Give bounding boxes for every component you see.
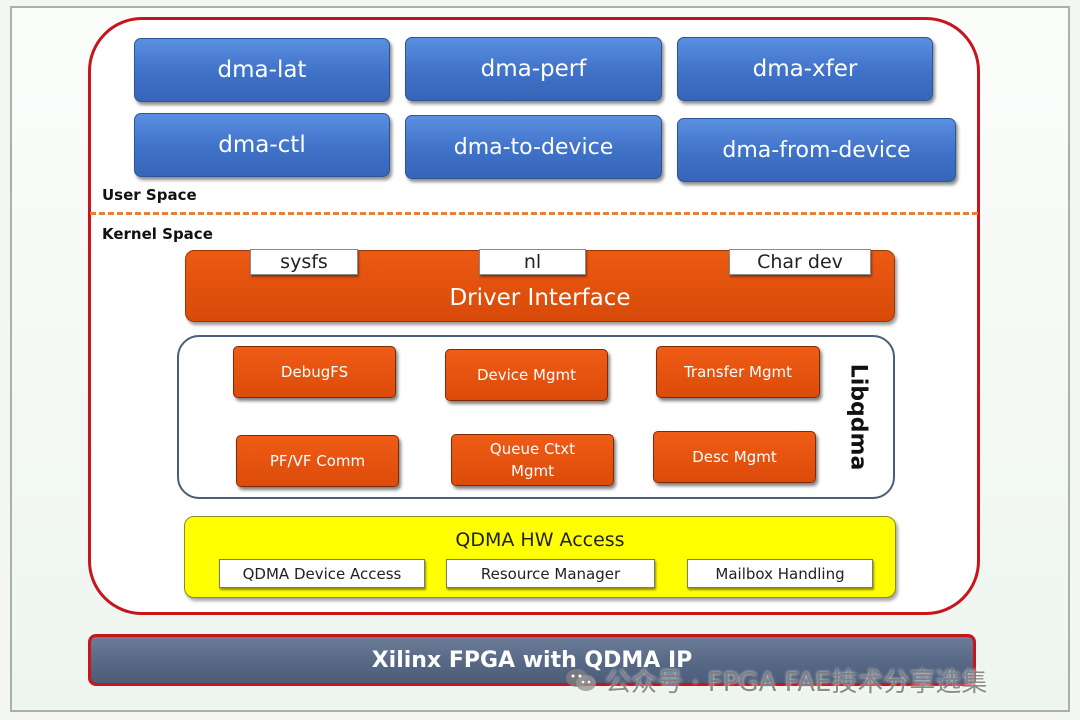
driver-interface-title: Driver Interface: [449, 285, 631, 311]
xilinx-fpga-bar: Xilinx FPGA with QDMA IP: [88, 634, 976, 686]
app-dma-lat: dma-lat: [134, 38, 390, 102]
app-dma-to-device: dma-to-device: [405, 115, 662, 179]
tab-nl: nl: [479, 249, 586, 275]
wechat-icon: [566, 669, 596, 691]
app-dma-xfer: dma-xfer: [677, 37, 933, 101]
hw-mailbox-handling: Mailbox Handling: [687, 559, 873, 588]
tab-char-dev: Char dev: [729, 249, 871, 275]
tab-sysfs: sysfs: [250, 249, 358, 275]
qdma-hw-access-title: QDMA HW Access: [455, 529, 625, 551]
watermark-text: 公众号 · FPGA FAE技术分享选集: [605, 667, 988, 698]
kernel-space-label: Kernel Space: [102, 225, 213, 243]
driver-interface-block: sysfs nl Char dev Driver Interface: [185, 249, 895, 322]
app-dma-perf: dma-perf: [405, 37, 662, 101]
module-debugfs: DebugFS: [233, 346, 396, 398]
app-dma-from-device: dma-from-device: [677, 118, 956, 182]
user-space-label: User Space: [102, 186, 197, 204]
module-queue-ctxt-mgmt: Queue Ctxt Mgmt: [451, 434, 614, 486]
module-device-mgmt: Device Mgmt: [445, 349, 608, 401]
hw-qdma-device-access: QDMA Device Access: [219, 559, 425, 588]
module-desc-mgmt: Desc Mgmt: [653, 431, 816, 483]
hw-resource-manager: Resource Manager: [446, 559, 655, 588]
qdma-hw-access-block: QDMA HW Access QDMA Device Access Resour…: [184, 516, 896, 598]
watermark: 公众号 · FPGA FAE技术分享选集: [565, 660, 987, 700]
module-transfer-mgmt: Transfer Mgmt: [656, 346, 820, 398]
module-pf-vf-comm: PF/VF Comm: [236, 435, 399, 487]
app-dma-ctl: dma-ctl: [134, 113, 390, 177]
user-kernel-divider: [90, 212, 978, 215]
